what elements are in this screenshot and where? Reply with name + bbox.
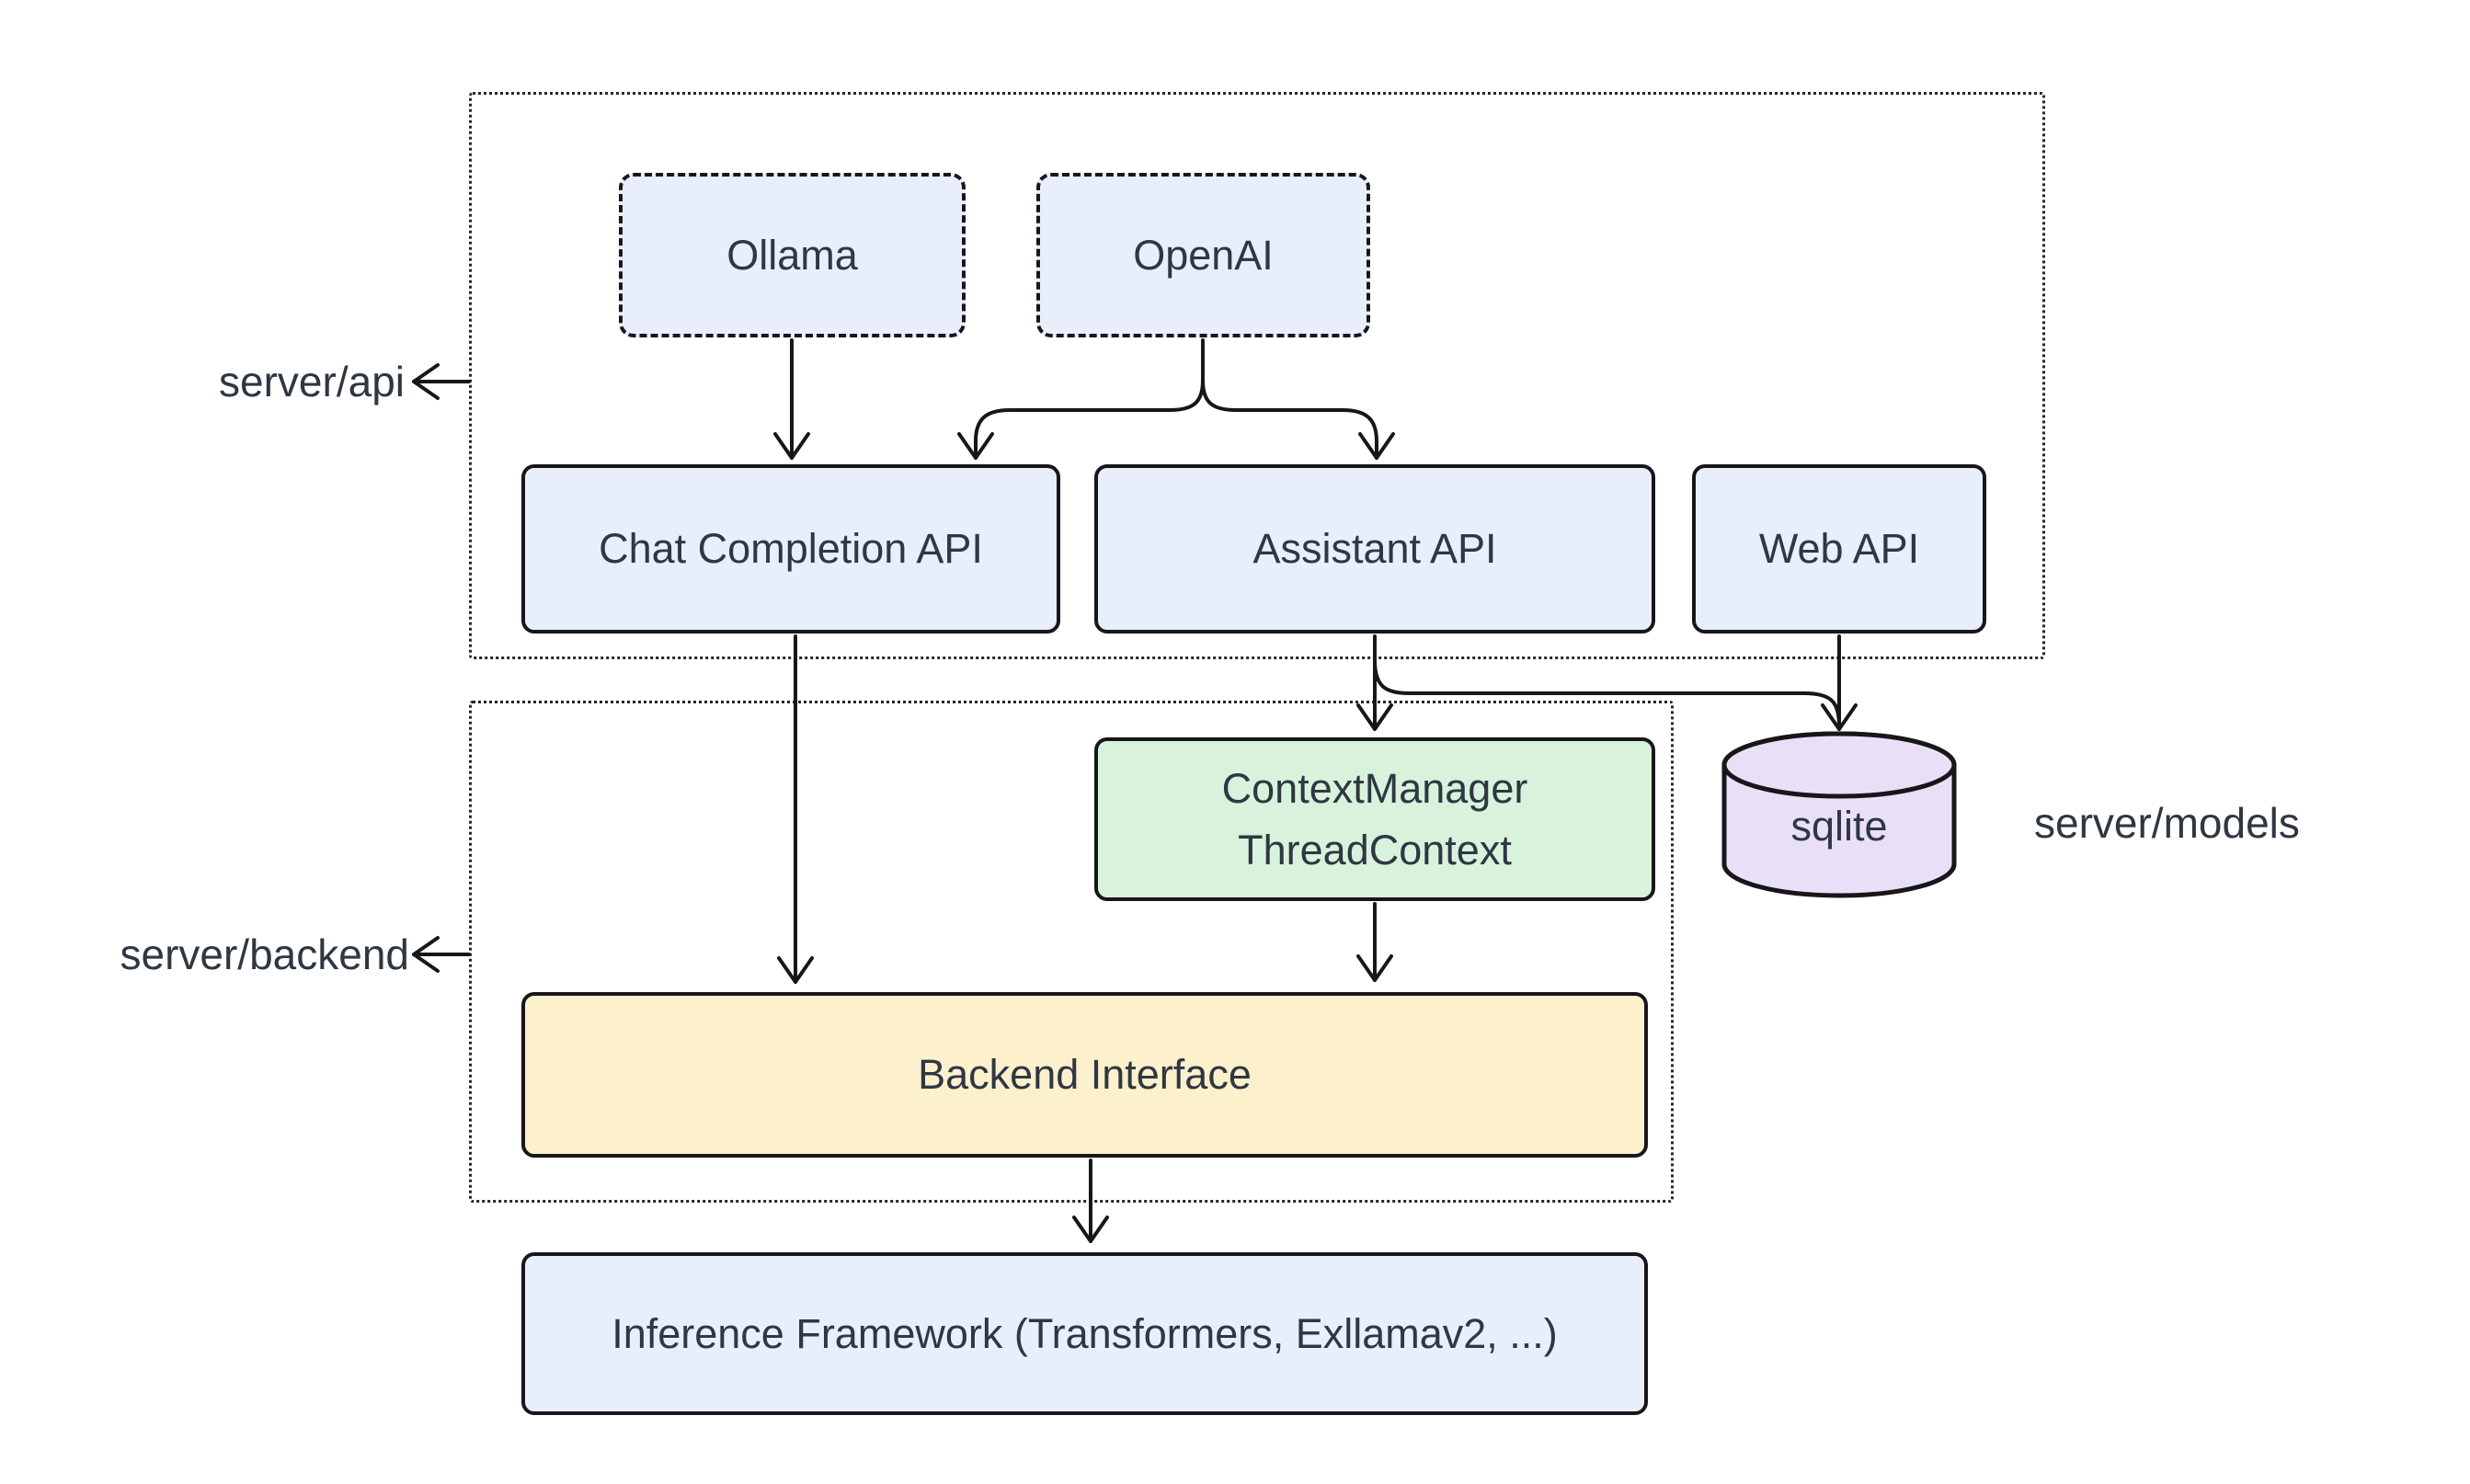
node-web-api-label: Web API bbox=[1758, 525, 1920, 573]
node-assistant-api: Assistant API bbox=[1094, 464, 1655, 634]
group-server-backend bbox=[469, 701, 1674, 1203]
edge-openai-to-assistant bbox=[1201, 379, 1395, 460]
node-backend-interface-label: Backend Interface bbox=[918, 1051, 1252, 1099]
edge-openai-to-chat-completion bbox=[957, 379, 1205, 460]
node-ollama-label: Ollama bbox=[726, 231, 858, 279]
node-backend-interface: Backend Interface bbox=[521, 992, 1648, 1158]
node-assistant-api-label: Assistant API bbox=[1252, 525, 1497, 573]
group-server-api bbox=[469, 92, 2045, 659]
node-sqlite-label: sqlite bbox=[1790, 803, 1888, 850]
node-inference-framework-label: Inference Framework (Transformers, Exlla… bbox=[612, 1309, 1558, 1357]
node-inference-framework: Inference Framework (Transformers, Exlla… bbox=[521, 1252, 1648, 1415]
node-chat-completion-api: Chat Completion API bbox=[521, 464, 1060, 634]
node-web-api: Web API bbox=[1692, 464, 1986, 634]
node-openai: OpenAI bbox=[1036, 173, 1370, 337]
label-server-models: server/models bbox=[2034, 799, 2300, 847]
node-openai-label: OpenAI bbox=[1133, 231, 1274, 279]
node-context-manager-line2: ThreadContext bbox=[1238, 827, 1512, 873]
sqlite-cylinder bbox=[1721, 731, 1957, 898]
edge-assistant-to-sqlite bbox=[1373, 658, 1841, 728]
node-context-manager: ContextManager ThreadContext bbox=[1094, 737, 1655, 901]
label-server-api: server/api bbox=[219, 358, 405, 405]
node-chat-completion-api-label: Chat Completion API bbox=[599, 525, 983, 573]
node-context-manager-line1: ContextManager bbox=[1221, 764, 1528, 812]
node-ollama: Ollama bbox=[619, 173, 966, 337]
label-server-backend: server/backend bbox=[120, 930, 410, 978]
